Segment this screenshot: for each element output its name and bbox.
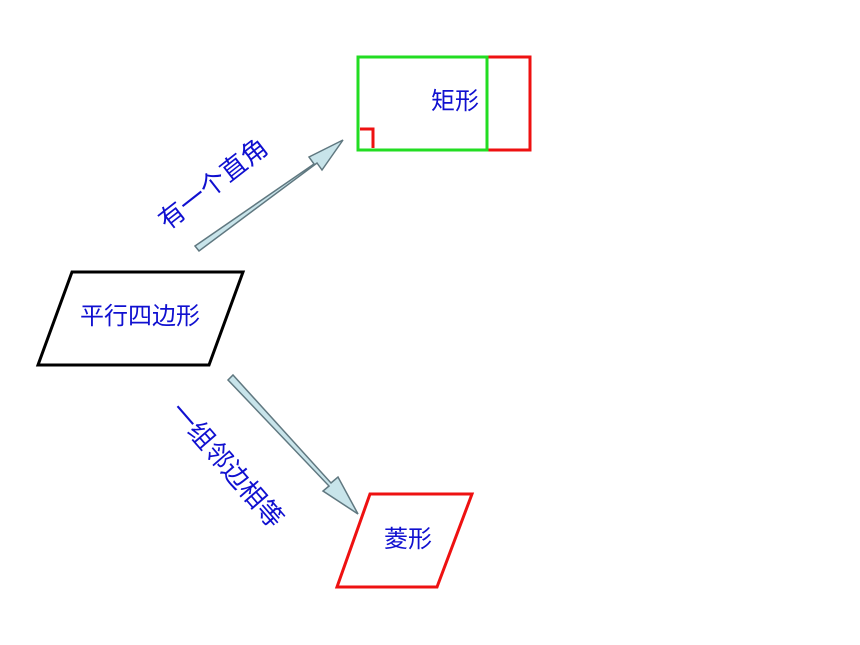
arrow-to-rhombus-shape — [226, 373, 359, 515]
arrow-to-rectangle — [193, 139, 344, 253]
arrow-to-rectangle-shape — [193, 139, 344, 253]
rhombus-shape — [334, 492, 475, 589]
rectangle-extended-outline — [487, 55, 532, 152]
rectangle-node: 矩形 — [356, 55, 532, 152]
parallelogram-shape — [35, 270, 246, 367]
rectangle-label: 矩形 — [431, 87, 479, 115]
parallelogram-node: 平行四边形 — [35, 270, 246, 367]
rectangle-shape — [356, 55, 489, 152]
edge-label-right-angle: 有一个直角 — [153, 133, 274, 237]
parallelogram-label: 平行四边形 — [80, 302, 200, 330]
arrow-to-rhombus — [226, 373, 359, 515]
right-angle-mark — [360, 127, 375, 148]
rhombus-label: 菱形 — [384, 525, 432, 553]
rhombus-node: 菱形 — [334, 492, 475, 589]
